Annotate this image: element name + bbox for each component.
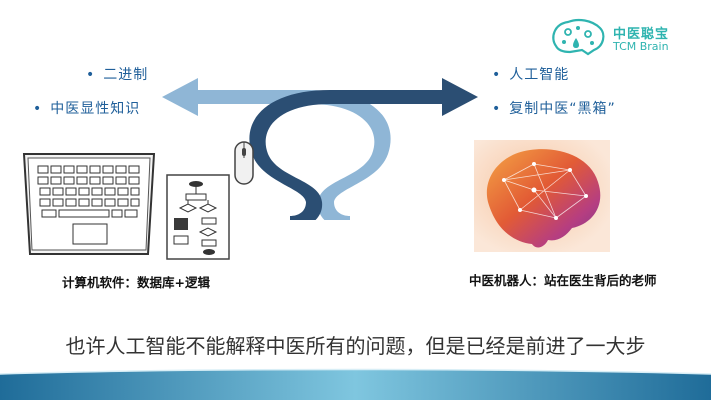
laptop-icon bbox=[22, 153, 156, 255]
caption-tcm-robot: 中医机器人：站在医生背后的老师 bbox=[469, 273, 657, 288]
footer-wave-band bbox=[0, 368, 711, 400]
bullet-dot: • bbox=[492, 67, 502, 83]
logo-cn-text: 中医聪宝 bbox=[613, 27, 670, 42]
brain-logo-icon bbox=[552, 18, 605, 56]
bullet-text: 二进制 bbox=[103, 67, 149, 83]
tagline-text: 也许人工智能不能解释中医所有的问题，但是已经是前进了一大步 bbox=[65, 334, 646, 358]
bullet-text: 人工智能 bbox=[509, 67, 570, 83]
logo-en-text: TCM Brain bbox=[613, 40, 669, 53]
bullet-dot: • bbox=[33, 101, 43, 117]
left-bullet-explicit-knowledge: • 中医显性知识 bbox=[33, 98, 140, 118]
crossing-arrows-diagram bbox=[162, 78, 478, 220]
left-bullet-binary: • 二进制 bbox=[86, 64, 148, 84]
mouse-icon bbox=[234, 141, 254, 185]
flowchart-icon bbox=[166, 174, 230, 260]
right-bullet-ai: • 人工智能 bbox=[492, 64, 569, 84]
caption-computer-software: 计算机软件：数据库+逻辑 bbox=[62, 275, 210, 290]
right-bullet-black-box: • 复制中医“黑箱” bbox=[492, 98, 616, 118]
bullet-dot: • bbox=[86, 67, 96, 83]
bullet-dot: • bbox=[492, 101, 502, 117]
arrow-right-dark-body bbox=[249, 78, 478, 220]
bullet-text: 复制中医“黑箱” bbox=[509, 101, 616, 117]
brain-network-image bbox=[474, 140, 610, 252]
arrow-left-light-body bbox=[162, 78, 391, 220]
bullet-text: 中医显性知识 bbox=[50, 101, 141, 117]
